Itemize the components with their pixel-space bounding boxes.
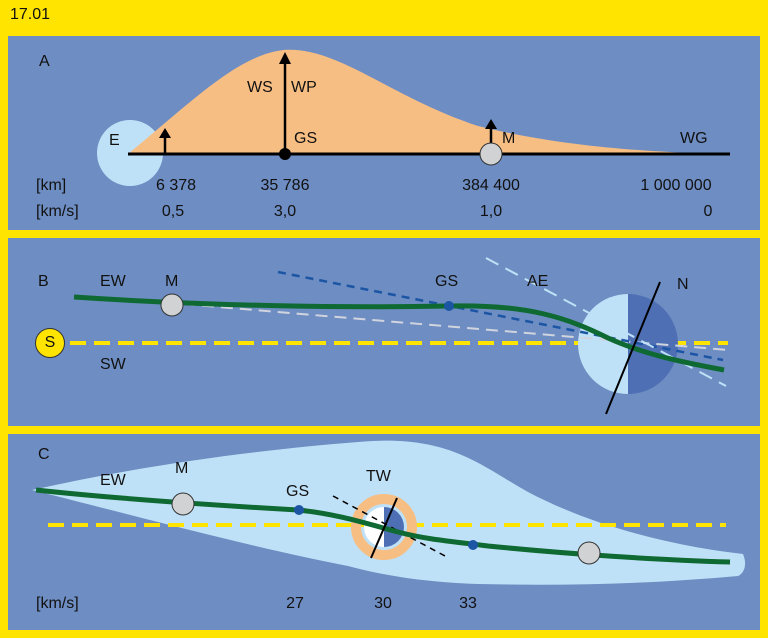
kms-unit-label: [km/s]	[36, 595, 79, 612]
gs-point	[468, 540, 478, 550]
ew-label: EW	[100, 273, 126, 290]
moon-circle	[171, 492, 195, 516]
speed-value: 1,0	[479, 203, 503, 220]
distance-value: 1 000 000	[640, 177, 712, 194]
speed-value: 30	[374, 595, 392, 612]
panel-b-diagram	[70, 257, 729, 415]
earth-axis	[605, 281, 661, 415]
km-unit-label: [km]	[36, 177, 67, 194]
geostationary-point	[279, 148, 291, 160]
north-label: N	[677, 276, 689, 293]
gs-label: GS	[286, 483, 310, 500]
distance-value: 6 378	[155, 177, 197, 194]
moon-circle	[577, 541, 601, 565]
orbit-speed-curve	[128, 49, 708, 155]
panel-c-letter: C	[38, 446, 50, 463]
earth-globe-light-half	[578, 294, 628, 394]
wp-label: WP	[291, 79, 317, 96]
ws-label: WS	[247, 79, 273, 96]
earth-axis	[370, 497, 398, 559]
distance-value: 384 400	[462, 177, 520, 194]
speed-value: 3,0	[273, 203, 297, 220]
arrow-head-earth-surface	[159, 128, 171, 138]
moon-orbit-tangent-dashed	[182, 303, 729, 351]
panel-c: C EW M GS TW [km/s] 27 30 33	[8, 434, 760, 630]
panel-a-letter: A	[39, 53, 50, 70]
moon-circle	[479, 142, 503, 166]
earth-track	[73, 294, 725, 373]
moon-label: M	[165, 273, 179, 290]
speed-value: 0,5	[161, 203, 185, 220]
speed-value: 33	[459, 595, 477, 612]
moon-label: M	[502, 130, 516, 147]
kms-unit-label: [km/s]	[36, 203, 79, 220]
panel-a-diagram	[97, 49, 730, 186]
earth-label: E	[109, 132, 120, 149]
moon-label: M	[175, 460, 189, 477]
earth-globe-dark-half	[628, 294, 678, 394]
sun-circle: S	[35, 328, 65, 358]
gs-point	[294, 505, 304, 515]
arrow-head-moon	[485, 119, 497, 129]
gs-label: GS	[435, 273, 459, 290]
gs-point	[444, 301, 454, 311]
arrow-head-geostationary	[279, 52, 291, 64]
terminator-ring	[351, 494, 417, 560]
panel-b-letter: B	[38, 273, 49, 290]
distance-value: 35 786	[260, 177, 310, 194]
ew-label: EW	[100, 472, 126, 489]
speed-value: 0	[703, 203, 713, 220]
ae-label: AE	[527, 273, 549, 290]
moon-circle	[160, 293, 184, 317]
speed-value: 27	[286, 595, 304, 612]
wg-label: WG	[680, 130, 708, 147]
panel-b: B EW M GS AE N S SW	[8, 238, 760, 426]
sw-label: SW	[100, 356, 126, 373]
tw-label: TW	[366, 468, 391, 485]
panel-a: A E WS WP GS M WG [km] [km/s] 6 378 35 7…	[8, 36, 760, 230]
figure-number: 17.01	[10, 6, 51, 23]
panel-c-diagram	[32, 440, 746, 585]
gs-label: GS	[294, 130, 318, 147]
